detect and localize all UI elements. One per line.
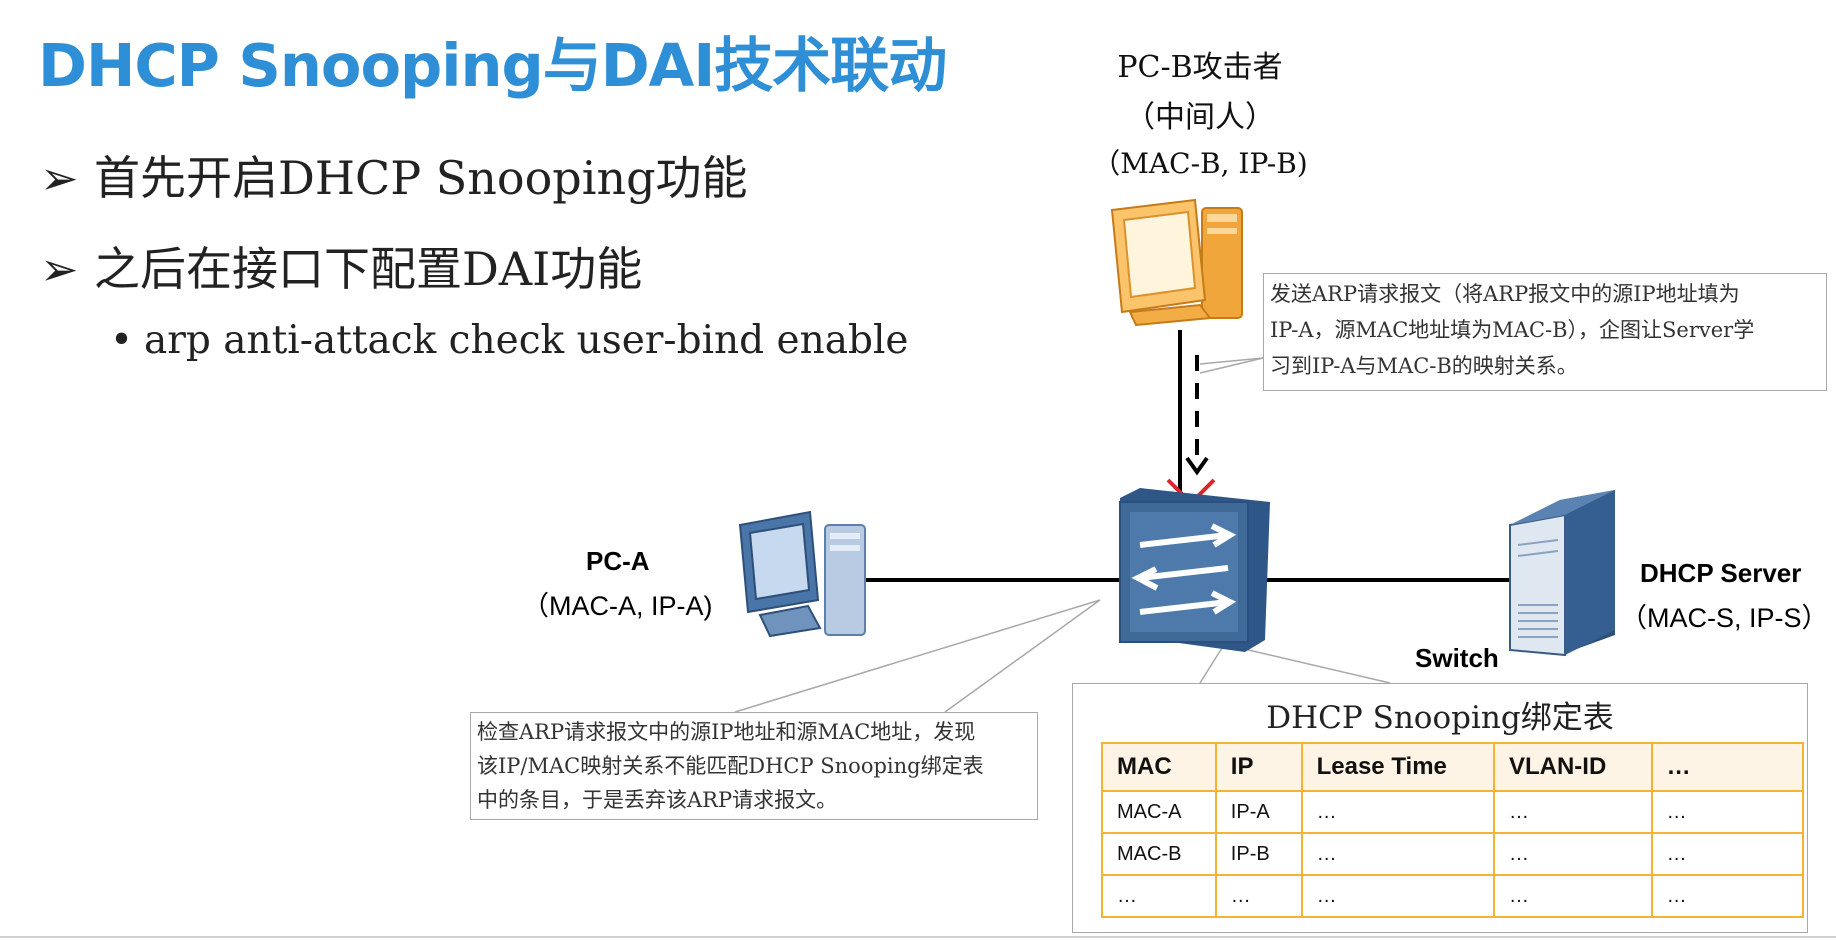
table-cell: …	[1494, 791, 1652, 833]
table-cell: …	[1102, 875, 1216, 917]
table-pointer	[1200, 648, 1222, 683]
pc-b-name: PC-B攻击者	[1050, 42, 1350, 86]
pc-a-computer-icon	[740, 512, 865, 636]
table-cell: MAC-A	[1102, 791, 1216, 833]
table-cell: …	[1494, 875, 1652, 917]
pc-a-name: PC-A	[586, 546, 650, 577]
table-cell: IP-A	[1216, 791, 1302, 833]
table-cell: …	[1216, 875, 1302, 917]
pc-b-label: PC-B攻击者 （中间人） （MAC-B, IP-B)	[1050, 42, 1350, 182]
table-cell: …	[1652, 833, 1803, 875]
table-cell: …	[1302, 875, 1494, 917]
pc-b-address: （MAC-B, IP-B)	[1050, 142, 1350, 182]
callout-check: 检查ARP请求报文中的源IP地址和源MAC地址，发现 该IP/MAC映射关系不能…	[470, 712, 1038, 820]
col-header: VLAN-ID	[1494, 743, 1652, 791]
pc-b-role: （中间人）	[1050, 92, 1350, 136]
binding-table-panel: DHCP Snooping绑定表 MAC IP Lease Time VLAN-…	[1072, 683, 1808, 933]
table-cell: …	[1652, 875, 1803, 917]
callout-attack-line: 习到IP-A与MAC-B的映射关系。	[1270, 348, 1820, 384]
callout-attack-line: 发送ARP请求报文（将ARP报文中的源IP地址填为	[1270, 276, 1820, 312]
server-icon	[1510, 490, 1615, 655]
callout-check-line: 中的条目，于是丢弃该ARP请求报文。	[477, 783, 1031, 817]
pc-a-address: （MAC-A, IP-A)	[522, 584, 713, 623]
callout-attack: 发送ARP请求报文（将ARP报文中的源IP地址填为 IP-A，源MAC地址填为M…	[1263, 273, 1827, 391]
table-cell: …	[1652, 791, 1803, 833]
server-address: （MAC-S, IP-S）	[1620, 596, 1829, 635]
table-row: … … … … …	[1102, 875, 1803, 917]
callout-check-line: 检查ARP请求报文中的源IP地址和源MAC地址，发现	[477, 715, 1031, 749]
table-cell: IP-B	[1216, 833, 1302, 875]
table-cell: …	[1302, 833, 1494, 875]
table-cell: MAC-B	[1102, 833, 1216, 875]
table-header-row: MAC IP Lease Time VLAN-ID …	[1102, 743, 1803, 791]
table-cell: …	[1302, 791, 1494, 833]
callout-check-line: 该IP/MAC映射关系不能匹配DHCP Snooping绑定表	[477, 749, 1031, 783]
col-header: …	[1652, 743, 1803, 791]
server-name: DHCP Server	[1640, 558, 1801, 589]
footer-divider	[0, 936, 1836, 938]
binding-table: MAC IP Lease Time VLAN-ID … MAC-A IP-A ……	[1101, 742, 1804, 918]
col-header: IP	[1216, 743, 1302, 791]
col-header: Lease Time	[1302, 743, 1494, 791]
table-cell: …	[1494, 833, 1652, 875]
col-header: MAC	[1102, 743, 1216, 791]
switch-label: Switch	[1415, 643, 1499, 674]
table-row: MAC-B IP-B … … …	[1102, 833, 1803, 875]
binding-table-title: DHCP Snooping绑定表	[1073, 692, 1807, 737]
switch-icon	[1120, 488, 1270, 652]
pc-b-computer-icon	[1112, 200, 1242, 325]
callout-attack-line: IP-A，源MAC地址填为MAC-B），企图让Server学	[1270, 312, 1820, 348]
table-row: MAC-A IP-A … … …	[1102, 791, 1803, 833]
